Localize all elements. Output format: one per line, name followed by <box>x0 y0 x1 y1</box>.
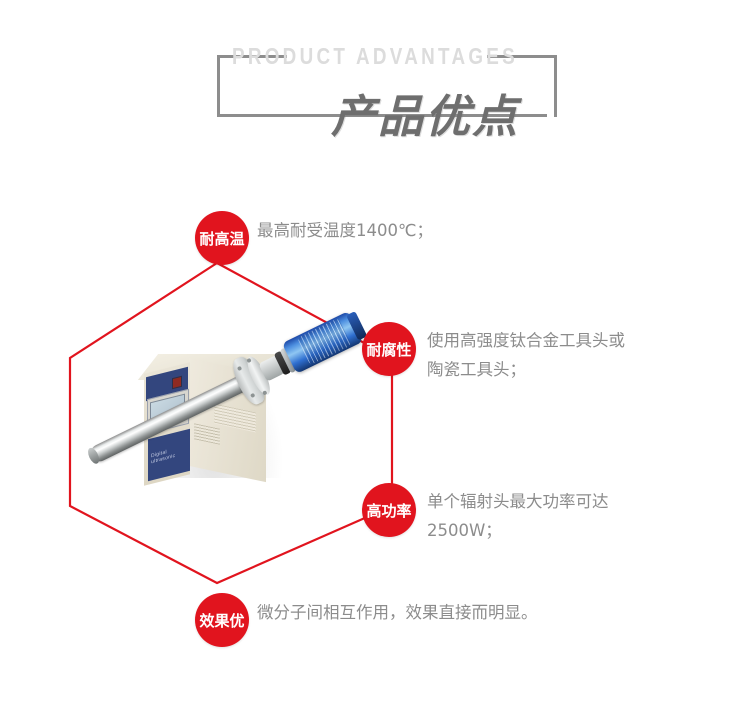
advantage-description-high-power: 单个辐射头最大功率可达 2500W； <box>427 492 609 540</box>
advantage-badge-label: 耐高温 <box>199 229 245 248</box>
hexagon-outline-icon <box>68 261 394 585</box>
hexagon-frame <box>62 258 422 588</box>
advantage-badge-label: 耐腐性 <box>366 340 412 359</box>
advantage-badge-label: 高功率 <box>366 501 412 520</box>
header-english-title: PRODUCT ADVANTAGES <box>231 43 519 69</box>
advantage-badge-corrosion-resistance: 耐腐性 <box>362 322 416 376</box>
header-bracket-bottom-rule <box>217 114 547 117</box>
advantage-badge-effectiveness: 效果优 <box>195 593 249 647</box>
header-bracket-right <box>487 55 557 117</box>
advantage-description-heat-resistance: 最高耐受温度1400℃； <box>257 221 434 240</box>
advantage-description-corrosion-resistance: 使用高强度钛合金工具头或 陶瓷工具头； <box>427 331 625 379</box>
page-header: PRODUCT ADVANTAGES 产品优点 <box>0 0 750 170</box>
advantage-badge-label: 效果优 <box>199 611 245 630</box>
page-title: 产品优点 <box>330 90 519 143</box>
advantage-description-effectiveness: 微分子间相互作用，效果直接而明显。 <box>257 603 538 622</box>
advantage-badge-heat-resistance: 耐高温 <box>195 211 249 265</box>
header-bracket-left <box>217 55 287 117</box>
advantage-badge-high-power: 高功率 <box>362 483 416 537</box>
